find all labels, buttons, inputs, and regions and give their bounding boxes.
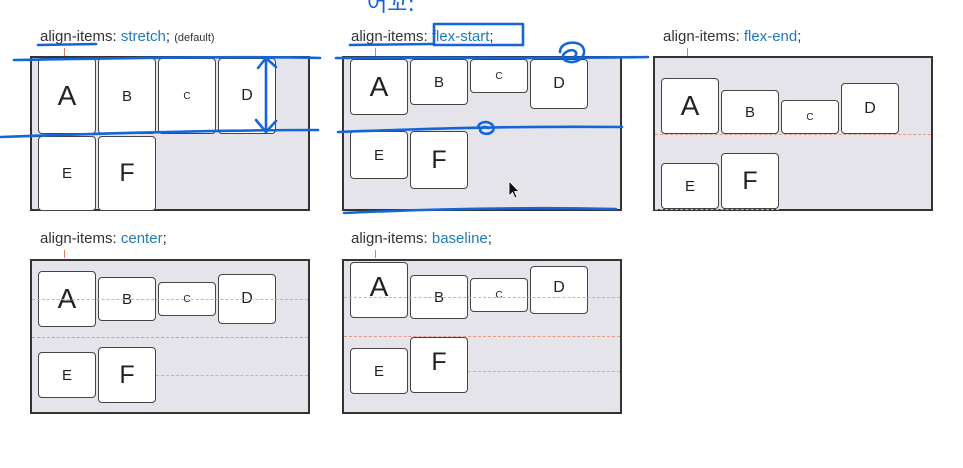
property-name: align-items [663,28,736,45]
flex-item-d: D [218,58,276,134]
line-divider [344,336,620,337]
flex-item-f: F [98,347,156,403]
label-tick [64,250,65,258]
flex-item-a: A [350,262,408,318]
property-name: align-items [351,230,424,247]
panel-label: align-items: flex-start; [351,28,494,45]
property-name: align-items [351,28,424,45]
property-value: stretch [120,28,166,45]
flex-item-e: E [350,131,408,179]
property-value: flex-end [743,28,798,45]
flex-item-a: A [661,78,719,134]
flex-item-f: F [721,153,779,209]
flex-item-e: E [661,163,719,209]
flex-item-e: E [38,136,96,211]
flex-item-d: D [530,59,588,109]
flex-item-e: E [38,352,96,398]
baseline-guide [344,297,620,298]
baseline-guide [655,209,779,210]
center-guide [32,299,308,300]
property-name: align-items [40,230,113,247]
flex-container: A B C D E F [342,259,622,414]
flex-item-f: F [98,136,156,211]
flex-item-c: C [158,58,216,134]
flex-item-c: C [470,59,528,93]
flex-item-e: E [350,348,408,394]
flex-item-a: A [38,58,96,134]
panel-label: align-items: center; [40,230,167,247]
property-name: align-items [40,28,113,45]
label-tick [687,48,688,56]
panel-label: align-items: baseline; [351,230,492,247]
panel-label: align-items: stretch; (default) [40,28,215,45]
handwriting-text: 어꼬: [367,0,415,17]
baseline-guide [468,371,620,372]
label-tick [64,48,65,56]
line-divider [655,134,931,135]
default-note: (default) [174,32,215,44]
label-tick [375,250,376,258]
property-value: baseline [431,230,488,247]
center-guide [156,375,308,376]
flex-item-f: F [410,131,468,189]
flex-container: A B C D E F [342,56,622,211]
flex-item-d: D [841,83,899,134]
line-divider [32,337,308,338]
flex-container: A B C D E F [30,259,310,414]
label-tick [375,48,376,56]
property-value: center [120,230,163,247]
panel-label: align-items: flex-end; [663,28,802,45]
flex-item-c: C [470,278,528,312]
flex-container: A B C D E F [653,56,933,211]
flex-item-a: A [350,59,408,115]
flex-item-b: B [410,59,468,105]
flex-item-d: D [530,266,588,314]
property-value: flex-start [431,28,490,45]
flex-item-b: B [721,90,779,134]
flex-container: A B C D E F [30,56,310,211]
flex-item-b: B [98,58,156,134]
flex-item-c: C [781,100,839,134]
flex-item-f: F [410,337,468,393]
